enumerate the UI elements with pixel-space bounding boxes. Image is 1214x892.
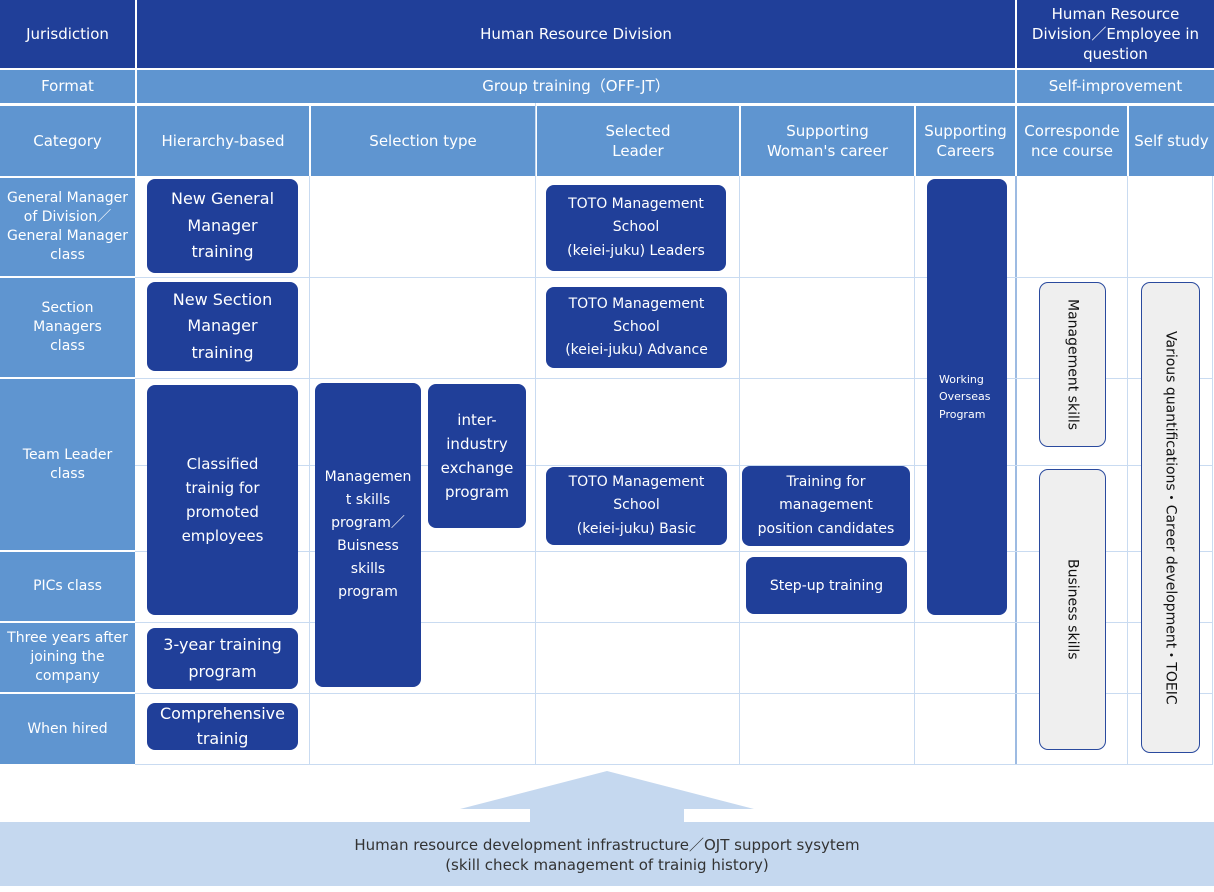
- business-skills-course: Business skills: [1039, 469, 1106, 750]
- training-for-management-candidates: Training for management position candida…: [742, 466, 910, 546]
- inter-industry-exchange-program: inter- industry exchange program: [428, 384, 526, 528]
- comprehensive-training: Comprehensive trainig: [147, 703, 298, 750]
- three-year-training-program: 3-year training program: [147, 628, 298, 689]
- management-skills-program: Managemen t skills program／ Buisness ski…: [315, 383, 421, 687]
- row-pics: PICs class: [0, 552, 135, 621]
- jurisdiction-label: Jurisdiction: [0, 0, 135, 68]
- row-section-managers: Section Managers class: [0, 278, 135, 377]
- hr-employee-header: Human Resource Division／Employee in ques…: [1017, 0, 1214, 68]
- grid-line-v: [535, 103, 536, 765]
- grid-line-h: [135, 764, 1213, 765]
- hr-division-header: Human Resource Division: [137, 0, 1015, 68]
- grid-line-h: [135, 622, 1213, 623]
- category-correspondence: Corresponde nce course: [1017, 106, 1127, 176]
- category-self-study: Self study: [1129, 106, 1214, 176]
- format-label: Format: [0, 70, 135, 103]
- classified-training: Classified trainig for promoted employee…: [147, 385, 298, 615]
- category-supporting-woman: Supporting Woman's career: [741, 106, 914, 176]
- category-selected-leader: Selected Leader: [537, 106, 739, 176]
- row-when-hired: When hired: [0, 694, 135, 764]
- footer-line-1: Human resource development infrastructur…: [354, 836, 860, 854]
- group-training-header: Group training（OFF-JT）: [137, 70, 1015, 103]
- row-team-leader: Team Leader class: [0, 379, 135, 550]
- grid-line-h: [135, 551, 1213, 552]
- category-selection: Selection type: [311, 106, 535, 176]
- up-arrow-icon: [460, 771, 754, 827]
- grid-line-h: [135, 277, 1213, 278]
- grid-line-v: [1212, 176, 1213, 765]
- grid-line-v: [1127, 176, 1128, 765]
- new-general-manager-training: New General Manager training: [147, 179, 298, 273]
- category-supporting-careers: Supporting Careers: [916, 106, 1015, 176]
- toto-management-school-advance: TOTO Management School (keiei-juku) Adva…: [546, 287, 727, 368]
- step-up-training: Step-up training: [746, 557, 907, 614]
- various-self-study: Various quantifications・Career developme…: [1141, 282, 1200, 753]
- category-label: Category: [0, 106, 135, 176]
- grid-line-v: [309, 176, 310, 765]
- grid-line-v: [914, 176, 915, 765]
- new-section-manager-training: New Section Manager training: [147, 282, 298, 371]
- self-improvement-header: Self-improvement: [1017, 70, 1214, 103]
- toto-management-school-basic: TOTO Management School (keiei-juku) Basi…: [546, 467, 727, 545]
- toto-management-school-leaders: TOTO Management School (keiei-juku) Lead…: [546, 185, 726, 271]
- row-three-years: Three years after joining the company: [0, 623, 135, 692]
- footer-line-2: (skill check management of trainig histo…: [445, 856, 769, 874]
- management-skills-course: Management skills: [1039, 282, 1106, 447]
- footer-infrastructure: Human resource development infrastructur…: [0, 822, 1214, 886]
- grid-line-h: [135, 693, 1213, 694]
- grid-line-v: [739, 176, 740, 765]
- row-general-manager: General Manager of Division／ General Man…: [0, 178, 135, 276]
- grid-line-h: [135, 378, 1213, 379]
- working-overseas-program: Working Overseas Program: [927, 179, 1007, 615]
- grid-line-h: [135, 465, 1213, 466]
- category-hierarchy: Hierarchy-based: [137, 106, 309, 176]
- grid-line-v: [1015, 176, 1017, 765]
